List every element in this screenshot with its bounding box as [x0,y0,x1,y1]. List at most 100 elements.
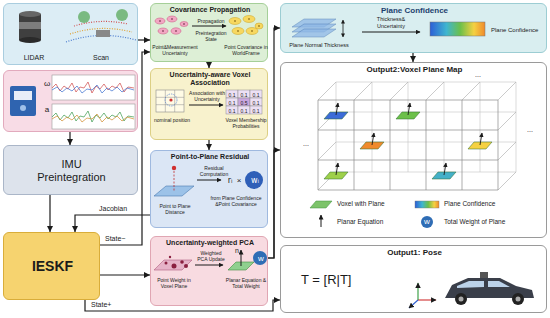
uncertain-points-part-part [243,16,255,23]
voxel-association-icon-part-part [250,90,262,98]
voxel-association-icon-part-part [250,98,262,106]
plane-thickness-icon-part [292,19,336,27]
plane-thickness-icon [292,19,485,37]
pca-icon-part [241,250,242,266]
box-text: × [235,176,243,186]
car-icon-part [459,297,464,302]
voxel-association-icon-part-part [226,98,238,106]
car-icon-part [455,293,467,305]
uncertain-points-part [234,18,260,32]
uncertain-points-part-part [234,20,236,22]
uncertain-points-part [155,16,188,34]
box-text: Association with Uncertainty [187,90,227,102]
voxel-association-icon-part-part [238,90,250,98]
voxel-planes-part [468,142,492,149]
pca-icon-part [253,251,267,265]
box-title: Point-to-Plane Residual [151,153,269,161]
plane-normals [336,103,482,175]
pca-icon-part-part [165,262,168,265]
edge-label: Jacobian [98,205,128,213]
pca-icon-part-part [180,260,184,264]
car-icon-part [516,297,521,302]
uncertain-points-part-part [162,30,164,32]
voxel-association-icon-part [156,90,184,112]
voxel-planes-part [396,112,420,119]
lidar-sensor-part [19,14,41,40]
box-text: Propagation [193,18,229,24]
box-text: Scan [66,54,136,62]
uncertain-points-part-part [237,30,239,32]
voxel-association-icon-part [169,98,172,101]
plane-normals-part [480,133,482,145]
car-icon-part [488,281,510,287]
pca-icon-part [165,256,189,269]
box-text: IMU Preintegration [26,158,117,184]
uncertain-points-part [229,16,263,35]
pca-icon-part-part [184,264,188,268]
plane-normals-part [408,103,410,115]
weight-symbol: w [421,217,433,227]
scan-pointcloud [66,9,136,42]
legend-samples-part [421,216,433,228]
probability-value: 0.5 [238,100,250,106]
filter-box: IESKF [3,232,100,300]
ellipsis-mark: ... [470,71,486,79]
process-panel: Uncertainty-weighted PCAPoint Weight in … [150,236,268,306]
pose-axes-part [409,300,418,308]
voxel-planes-part [324,172,348,179]
output-panel: Output1: PoseT = [R|T] [280,245,547,313]
voxel-association-icon-part-part [226,106,238,114]
uncertain-points-part-part [246,28,258,35]
box-text: Point&Measurement Uncertainty [151,44,199,56]
probability-value: 0.1 [226,100,238,106]
process-panel: Point-to-Plane ResidualPoint to Plane Di… [150,150,268,228]
legend-text: Total Weight of Plane [444,218,505,226]
scan-pointcloud-part [116,9,128,21]
voxel-association-icon-part-part [238,98,250,106]
flow-arrow [100,274,150,275]
residual-icon-part [174,171,175,191]
box-text: Point to Plane Distance [151,203,199,215]
process-panel: Plane ConfidencePlane Normal ThicknessTh… [280,3,547,53]
box-text: nominal position [151,117,193,123]
lidar-sensor [19,11,41,43]
uncertain-points-part-part [183,23,185,25]
uncertain-points [155,16,263,35]
legend-samples-part [310,201,332,208]
uncertain-points-part-part [175,30,177,32]
uncertain-points-part-part [158,28,168,34]
car-icon-part [457,281,484,288]
probability-value: 0.1 [226,92,238,98]
residual-icon-part [197,180,221,181]
imu-plot [52,75,135,129]
legend-text: Planar Equation [337,218,383,226]
box-text: Preintegration State [192,30,230,42]
imu-plot-part [52,75,135,100]
imu-plot-part [52,104,135,129]
voxel-association-icon-part-part [238,106,250,114]
plane-thickness-icon-part [343,20,344,37]
box-title: Uncertainty-weighted PCA [151,239,269,247]
legend-samples-part [415,201,439,208]
uncertain-points-part-part [232,28,244,35]
flow-arrow [138,39,150,40]
pose-axes-part [417,283,418,300]
plane-normals-part [444,163,446,175]
box-text: Plane Normal Thickness [281,42,357,49]
plane-thickness-icon-part [430,22,485,36]
scan-pointcloud-part [70,28,132,34]
uncertain-points-part [159,18,185,32]
box-title: Uncertainty-aware Voxel Association [151,71,269,88]
voxel-association-icon [156,90,262,114]
plane-normals-part [336,103,338,115]
box-title: IESKF [4,258,101,275]
box-text: Point Covariance in WorldFrame [223,44,269,56]
voxel-association-icon-part [165,94,177,106]
uncertain-points-part-part [180,22,188,27]
imu-device-part [20,105,26,111]
residual-icon-part [245,171,263,189]
legend-samples-part [321,215,322,227]
probability-value: 0.1 [226,108,238,114]
voxel-association-icon-part-part [250,106,262,114]
